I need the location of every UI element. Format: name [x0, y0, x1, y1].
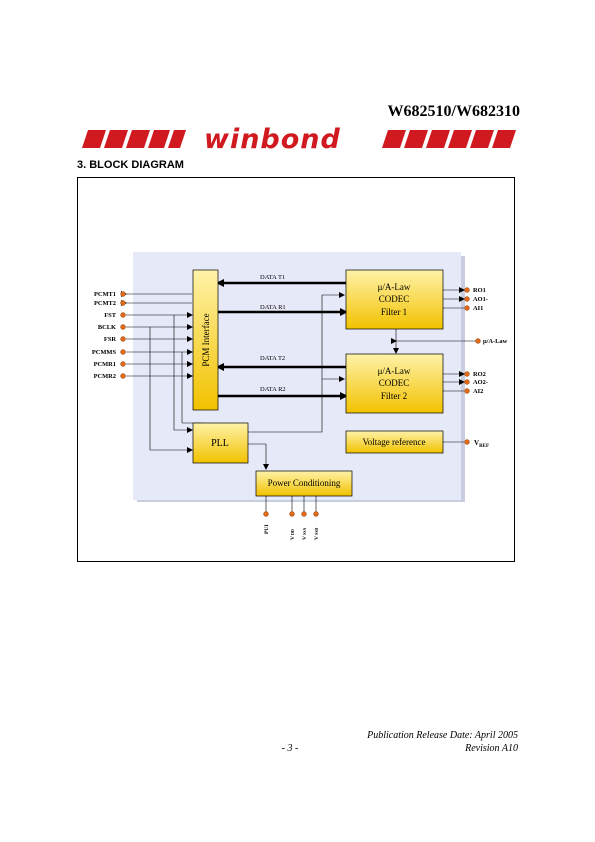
- pin-ai2: AI2: [473, 388, 483, 395]
- pin-ao1: AO1-: [473, 296, 488, 303]
- diagram-frame: DATA T1 DATA R1 DATA T2 DATA R2 PCM Inte…: [77, 177, 515, 562]
- pin-vdd: VDD: [290, 529, 296, 540]
- pin-pcmt1: PCMT1: [94, 291, 116, 298]
- bus-label-t1: DATA T1: [260, 274, 285, 281]
- pin-ro1: RO1: [473, 287, 486, 294]
- revision: Revision A10: [465, 743, 518, 754]
- power-conditioning-block: [255, 470, 353, 497]
- pin-pcmr1: PCMR1: [94, 361, 116, 368]
- part-number: W682510/W682310: [387, 103, 520, 120]
- block-diagram: DATA T1 DATA R1 DATA T2 DATA R2 PCM Inte…: [92, 252, 508, 540]
- bus-label-r1: DATA R1: [260, 304, 286, 311]
- publication-date: Publication Release Date: April 2005: [367, 730, 518, 741]
- voltage-reference-block: [345, 430, 444, 454]
- codec2-line1: μ/A-Law: [378, 366, 411, 376]
- pin-pui: PUI: [264, 525, 270, 534]
- pin-fsr: FSR: [104, 336, 116, 343]
- pcm-interface-block: [192, 269, 219, 411]
- pll-block: [192, 422, 249, 464]
- power-conditioning-label: Power Conditioning: [268, 478, 341, 488]
- pin-ai1: AI1: [473, 305, 483, 312]
- pin-ao2: AO2-: [473, 379, 488, 386]
- codec-filter-2-block: [345, 353, 444, 414]
- codec1-line3: Filter 1: [381, 307, 407, 317]
- pin-ro2: RO2: [473, 371, 486, 378]
- logo-wordmark: winbond: [204, 126, 341, 152]
- codec-filter-1-block: [345, 269, 444, 330]
- pcm-interface-label: PCM Interface: [201, 313, 211, 366]
- codec2-line2: CODEC: [379, 378, 410, 388]
- codec2-line3: Filter 2: [381, 391, 407, 401]
- codec1-line1: μ/A-Law: [378, 282, 411, 292]
- pin-pcmt2: PCMT2: [94, 300, 116, 307]
- pin-bclk: BCLK: [98, 324, 116, 331]
- bus-label-r2: DATA R2: [260, 386, 286, 393]
- bus-label-t2: DATA T2: [260, 355, 285, 362]
- voltage-reference-label: Voltage reference: [362, 437, 425, 447]
- pll-label: PLL: [211, 438, 229, 449]
- pin-law-select: μ/A-Law: [483, 338, 508, 345]
- page-number: - 3 -: [281, 743, 299, 754]
- pin-vssd: VSSD: [314, 528, 320, 540]
- pin-vref: VREF: [474, 439, 489, 449]
- pin-fst: FST: [104, 312, 116, 319]
- winbond-logo: winbond: [82, 126, 516, 152]
- codec1-line2: CODEC: [379, 294, 410, 304]
- pin-vssa: VSSA: [302, 528, 308, 540]
- section-title: 3. BLOCK DIAGRAM: [77, 159, 184, 171]
- pin-pcmms: PCMMS: [92, 349, 117, 356]
- pin-pcmr2: PCMR2: [94, 373, 116, 380]
